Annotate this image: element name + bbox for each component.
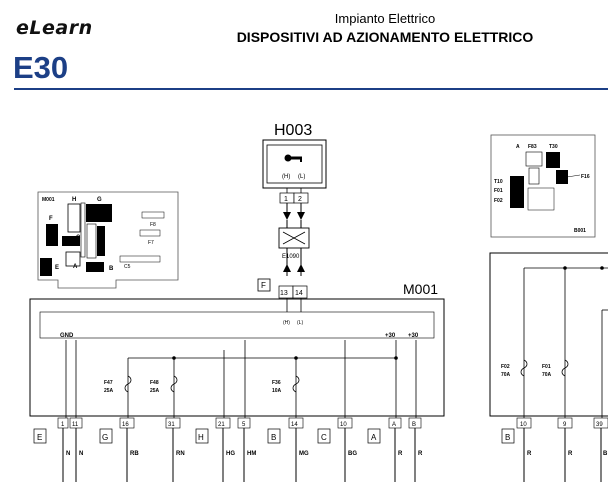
connector-c: C bbox=[321, 433, 327, 442]
inset-fuse-f16: F16 bbox=[581, 174, 590, 180]
fuse-f48-amp: 25A bbox=[150, 388, 160, 394]
h003-pin2: 2 bbox=[298, 196, 302, 203]
e1090-label: E1090 bbox=[282, 254, 300, 260]
pin-label: 1 bbox=[61, 422, 65, 428]
wire-color: MG bbox=[299, 451, 309, 457]
m001-pin13: 13 bbox=[280, 290, 288, 297]
inset-label-b: B bbox=[109, 266, 114, 272]
pin-label: 10 bbox=[520, 422, 527, 428]
inset-fuse-a: A bbox=[516, 144, 520, 150]
inset-label-g: G bbox=[97, 197, 102, 203]
h003-label: H003 bbox=[274, 122, 312, 139]
wire-color: R bbox=[568, 451, 573, 457]
wire-color: N bbox=[79, 451, 83, 457]
m001-label: M001 bbox=[403, 281, 438, 297]
connector-f-tag: F bbox=[261, 281, 266, 290]
pin-label: A bbox=[392, 422, 396, 428]
fuse-f02-amp: 70A bbox=[501, 372, 511, 378]
fuse-f36-id: F36 bbox=[272, 380, 281, 386]
connector-h: H bbox=[198, 433, 204, 442]
connector-b-right: B bbox=[505, 433, 510, 442]
pin-label: 14 bbox=[291, 422, 298, 428]
brand-logo: eLearn bbox=[16, 17, 93, 39]
wire-color: BG bbox=[348, 451, 357, 457]
pin-label: 9 bbox=[563, 422, 567, 428]
header-divider bbox=[14, 88, 608, 90]
h003-hi: (H) bbox=[282, 174, 290, 180]
inset-fuse-b001: B001 bbox=[574, 228, 586, 234]
inset-label-l2: F7 bbox=[148, 240, 154, 246]
m001-pin14: 14 bbox=[295, 290, 303, 297]
m001-gnd: GND bbox=[60, 333, 74, 339]
fuse-f01-amp: 70A bbox=[542, 372, 552, 378]
inset-fuse-f83: F83 bbox=[528, 144, 537, 150]
pin-label: 5 bbox=[242, 422, 246, 428]
pin-label: 10 bbox=[340, 422, 347, 428]
inset-fuse-f02: F02 bbox=[494, 198, 503, 204]
wire-color: RB bbox=[130, 451, 139, 457]
inset-label-l1: F8 bbox=[150, 222, 156, 228]
wire-color: RN bbox=[176, 451, 185, 457]
inset-label-f: F bbox=[49, 216, 53, 222]
inset-label-h: H bbox=[72, 197, 76, 203]
pin-label: 39 bbox=[596, 422, 603, 428]
connector-b: B bbox=[271, 433, 276, 442]
wire-color: R bbox=[418, 451, 423, 457]
module-m001: M001 (H) (L) GND +30 +30 bbox=[29, 281, 445, 418]
wire-color: R bbox=[527, 451, 532, 457]
connector-g: G bbox=[102, 433, 108, 442]
pin-label: 31 bbox=[168, 422, 175, 428]
junction-e1090: E1090 bbox=[278, 227, 310, 276]
page-title: DISPOSITIVI AD AZIONAMENTO ELETTRICO bbox=[236, 29, 534, 45]
module-b001: F02 70A F01 70A bbox=[489, 252, 608, 418]
h003-pin1: 1 bbox=[284, 196, 288, 203]
fuse-f47-id: F47 bbox=[104, 380, 113, 386]
fuse-f36-amp: 10A bbox=[272, 388, 282, 394]
switch-h003: H003 (H) (L) 1 2 bbox=[262, 122, 327, 228]
key-icon-shaft bbox=[288, 156, 302, 160]
fuse-f48-id: F48 bbox=[150, 380, 159, 386]
m001-plus30a: +30 bbox=[385, 333, 396, 339]
fuse-f47-amp: 25A bbox=[104, 388, 114, 394]
inset-fuse-t30: T30 bbox=[549, 144, 558, 150]
pin-label: B bbox=[412, 422, 416, 428]
wire-color: HM bbox=[247, 451, 256, 457]
m001-plus30b: +30 bbox=[408, 333, 419, 339]
fuse-f01-id: F01 bbox=[542, 364, 551, 370]
inset-fuse-box: A F83 T30 T10 F01 F02 F16 B001 bbox=[490, 134, 596, 238]
inset-label-e: E bbox=[55, 265, 59, 271]
inset-label-l3: C5 bbox=[124, 264, 131, 270]
page-subtitle: Impianto Elettrico bbox=[334, 11, 436, 26]
pin-label: 16 bbox=[122, 422, 129, 428]
pin-label: 11 bbox=[72, 422, 79, 428]
m001-hi: (H) bbox=[283, 320, 290, 326]
model-code: E30 bbox=[13, 50, 69, 85]
m001-lo: (L) bbox=[297, 320, 303, 326]
fuse-f02-id: F02 bbox=[501, 364, 510, 370]
inset-fuse-t10: T10 bbox=[494, 179, 503, 185]
inset-fuse-f01: F01 bbox=[494, 188, 503, 194]
connector-a: A bbox=[371, 433, 377, 442]
wire-color: R bbox=[398, 451, 403, 457]
connector-e: E bbox=[37, 433, 42, 442]
wire-color: B bbox=[603, 451, 608, 457]
h003-lo: (L) bbox=[298, 174, 305, 180]
pin-label: 21 bbox=[218, 422, 225, 428]
wire-color: N bbox=[66, 451, 70, 457]
wire-color: HG bbox=[226, 451, 235, 457]
inset-m001-label: M001 bbox=[42, 197, 55, 203]
inset-m001-layout: M001 H G F C E A B F8 F7 C5 bbox=[37, 191, 179, 289]
inset-label-a: A bbox=[73, 264, 78, 270]
connector-row: E G H B C A B 1 1 bbox=[33, 417, 608, 482]
